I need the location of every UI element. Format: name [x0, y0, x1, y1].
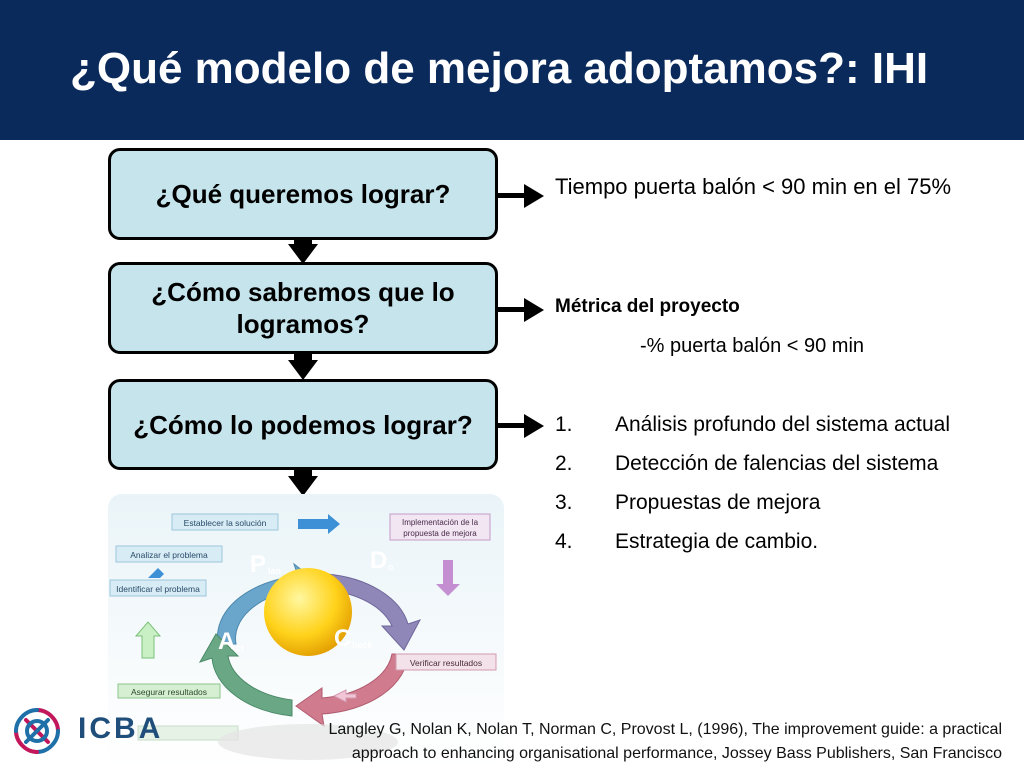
pdca-label: Identificar el problema: [116, 584, 200, 594]
act-letter: A: [218, 628, 235, 655]
right-arrow-icon: [498, 184, 544, 208]
check-label: heck: [352, 640, 374, 650]
pdca-label: propuesta de mejora: [403, 529, 477, 538]
step-text: Estrategia de cambio.: [615, 530, 819, 553]
right-arrow-icon: [298, 514, 340, 534]
plan-label: lan: [268, 566, 281, 576]
down-arrow-icon: [288, 470, 318, 496]
citation-line: Langley G, Nolan K, Nolan T, Norman C, P…: [328, 721, 1002, 738]
do-letter: D: [370, 547, 387, 574]
analyze-problem-label: Analizar el problema: [115, 545, 223, 563]
question-label: ¿Cómo sabremos que lo logramos?: [151, 277, 455, 339]
identify-problem-label: Identificar el problema: [109, 579, 207, 597]
goal-text: Tiempo puerta balón < 90 min en el 75%: [555, 174, 952, 199]
citation: Langley G, Nolan K, Nolan T, Norman C, P…: [282, 718, 1002, 766]
check-segment: [295, 653, 409, 728]
down-arrow-icon: [436, 560, 460, 596]
pdca-label: Establecer la solución: [184, 518, 267, 528]
question-box-goal: ¿Qué queremos lograr?: [108, 148, 498, 240]
pdca-label: Asegurar resultados: [131, 687, 207, 697]
step-text: Propuestas de mejora: [615, 491, 821, 514]
step-number: 4.: [555, 530, 573, 553]
do-segment: [325, 573, 422, 651]
act-segment: [198, 633, 293, 717]
cycle-shadow: [218, 724, 398, 760]
metric-item: -% puerta balón < 90 min: [640, 335, 865, 357]
logo-text: ICBA: [78, 712, 164, 745]
question-box-measure: ¿Cómo sabremos que lo logramos?: [108, 262, 498, 354]
citation-line: approach to enhancing organisational per…: [351, 745, 1002, 762]
step-number: 1.: [555, 413, 573, 436]
check-letter: C: [334, 625, 351, 652]
icba-logo: ICBA: [8, 702, 160, 762]
center-sphere: [264, 568, 352, 656]
right-arrow-icon: [498, 414, 544, 438]
up-arrow-icon: [148, 568, 164, 578]
left-arrow-icon: [332, 689, 357, 703]
logo-knot-icon: [14, 708, 60, 754]
right-arrow-icon: [498, 298, 544, 322]
step-text: Análisis profundo del sistema actual: [615, 413, 951, 436]
title-banner: [0, 0, 1024, 140]
plan-letter: P: [250, 551, 266, 578]
implementation-label: Implementación de la propuesta de mejora: [389, 513, 491, 541]
secure-results-label: Asegurar resultados: [117, 683, 221, 699]
slide-title: ¿Qué modelo de mejora adoptamos?: IHI: [70, 44, 929, 93]
step-number: 2.: [555, 452, 573, 475]
pdca-label: Analizar el problema: [130, 550, 208, 560]
question-label: ¿Cómo lo podemos lograr?: [133, 409, 473, 440]
question-box-change: ¿Cómo lo podemos lograr?: [108, 379, 498, 470]
step-number: 3.: [555, 491, 573, 514]
down-arrow-icon: [288, 240, 318, 264]
metric-title: Métrica del proyecto: [555, 296, 740, 317]
pdca-label: Verificar resultados: [410, 658, 482, 668]
act-label: ct: [236, 643, 244, 653]
do-label: o: [388, 562, 394, 572]
step-text: Detección de falencias del sistema: [615, 452, 939, 475]
question-label: ¿Qué queremos lograr?: [155, 179, 451, 209]
pdca-cycle-image: Establecer la solución Implementación de…: [108, 494, 504, 768]
pdca-label: Implementación de la: [402, 518, 479, 527]
verify-results-label: Verificar resultados: [395, 653, 497, 671]
down-arrow-icon: [288, 354, 318, 380]
up-arrow-icon: [134, 621, 162, 659]
establish-solution-label: Establecer la solución: [171, 513, 279, 531]
